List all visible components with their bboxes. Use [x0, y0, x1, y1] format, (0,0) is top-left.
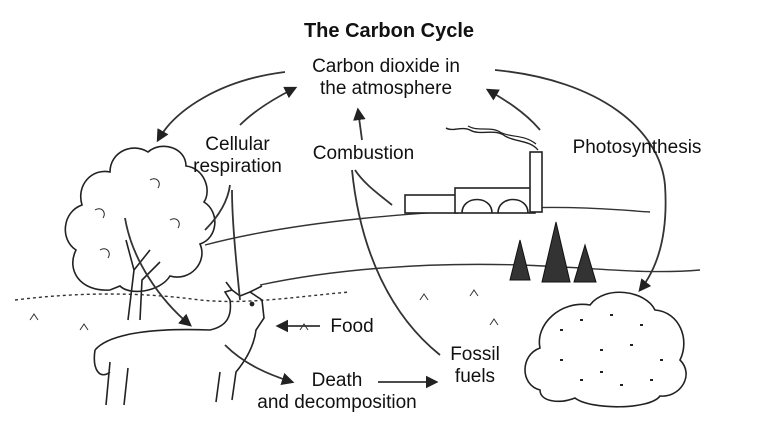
pine-tree-2 — [541, 221, 571, 283]
label-death-line2: and decomposition — [257, 392, 417, 413]
deer-eye — [249, 301, 255, 307]
arrow-deer-respiration — [231, 189, 241, 301]
label-death-line1: Death — [311, 370, 363, 391]
cycle-arrows — [124, 69, 667, 389]
tree-texture — [94, 178, 180, 259]
factory-left-block — [404, 194, 458, 214]
smoke-2 — [467, 125, 537, 145]
pine-tree-1 — [509, 239, 531, 281]
arrow-atmosphere-to-photosynthesis — [494, 69, 667, 292]
tree-crown — [64, 145, 216, 293]
label-atmosphere-line2: the atmosphere — [319, 78, 453, 99]
arrow-photosynthesis-to-atmosphere — [485, 88, 541, 131]
smoke — [445, 127, 539, 151]
shrub — [524, 291, 687, 408]
diagram-title: The Carbon Cycle — [0, 20, 758, 43]
label-photosynthesis: Photosynthesis — [572, 137, 702, 158]
label-combustion: Combustion — [312, 143, 415, 164]
arrow-fossil-to-combustion — [351, 169, 441, 356]
shrub-outline — [524, 291, 687, 408]
factory-main-block — [454, 187, 536, 214]
arrow-deer-to-death — [224, 344, 295, 385]
deer-body — [93, 289, 265, 406]
pine-trees — [509, 221, 597, 283]
deer-ears — [225, 281, 263, 293]
label-atmosphere-line1: Carbon dioxide in — [312, 56, 460, 77]
pine-tree-3 — [573, 243, 597, 283]
label-atmosphere: Carbon dioxide in the atmosphere — [286, 56, 486, 100]
arrow-combustion-to-atmosphere — [353, 107, 366, 141]
label-death: Death and decomposition — [232, 370, 442, 414]
tree-trunk — [125, 239, 161, 321]
label-food: Food — [330, 316, 374, 337]
front-hill — [259, 263, 701, 286]
shrub-texture — [560, 314, 663, 386]
label-respiration: Cellular respiration — [175, 134, 300, 178]
label-fossil-line2: fuels — [454, 366, 496, 387]
arrow-factory-to-combustion — [354, 169, 393, 206]
factory-arches — [461, 198, 529, 214]
label-fossil-fuels: Fossil fuels — [440, 344, 510, 388]
arrow-respiration-to-atmosphere — [239, 86, 298, 126]
smokestack — [529, 151, 543, 213]
factory — [404, 125, 543, 214]
label-respiration-line2: respiration — [193, 156, 282, 177]
ground-line — [14, 291, 351, 303]
grass-tufts — [29, 289, 499, 331]
deciduous-tree — [64, 145, 216, 321]
arrow-tree-respiration — [204, 184, 231, 231]
label-fossil-line1: Fossil — [450, 344, 500, 365]
deer — [93, 281, 265, 406]
arrow-atmosphere-to-tree — [156, 71, 286, 143]
label-respiration-line1: Cellular — [205, 134, 270, 155]
arrow-tree-to-deer — [124, 217, 192, 327]
diagram-title-text: The Carbon Cycle — [303, 20, 475, 42]
